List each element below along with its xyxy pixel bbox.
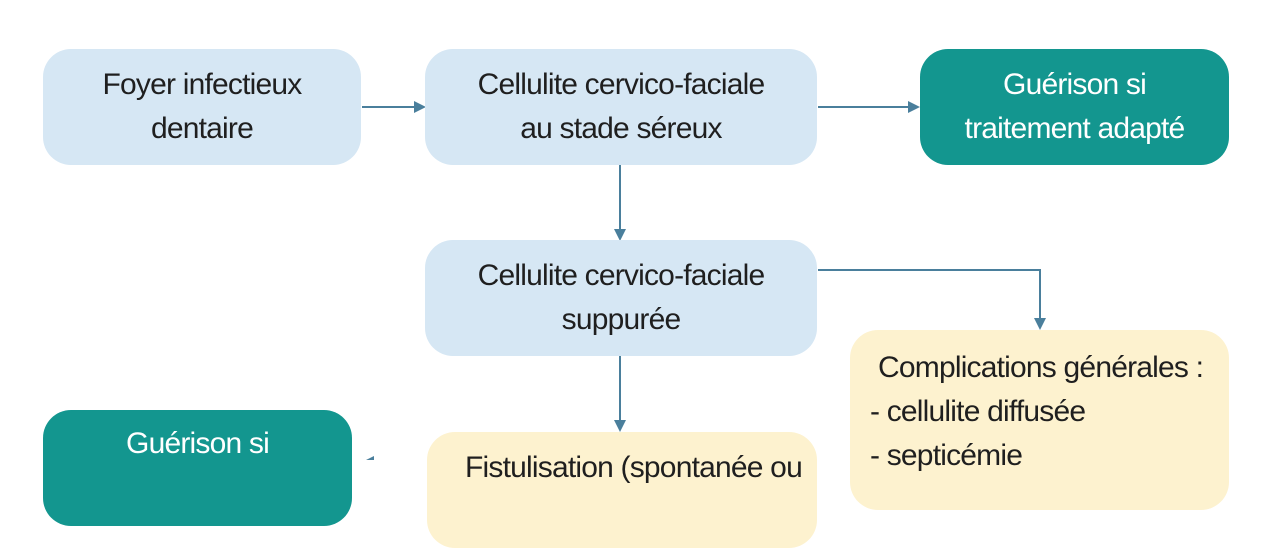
node-line: traitement adapté	[964, 112, 1186, 145]
node-line-title: Complications générales :	[878, 351, 1204, 384]
node-guerison-bottom: Guérison si	[43, 410, 352, 526]
node-fistulisation: Fistulisation (spontanée ou	[427, 432, 817, 548]
node-line: Guérison si	[1003, 68, 1147, 101]
node-line: Cellulite cervico-faciale	[477, 259, 766, 292]
node-line: au stade séreux	[520, 112, 722, 145]
node-line: - cellulite diffusée	[870, 395, 1086, 428]
node-foyer-infectieux: Foyer infectieux dentaire	[43, 49, 361, 165]
arrow-suppuree-to-complications	[818, 269, 1046, 330]
node-line: Guérison si	[126, 427, 270, 460]
node-line: suppurée	[561, 303, 682, 336]
node-line: Foyer infectieux	[102, 68, 303, 101]
node-guerison-top: Guérison si traitement adapté	[920, 49, 1229, 165]
node-line: Cellulite cervico-faciale	[477, 68, 766, 101]
arrows-layer	[362, 101, 1046, 460]
node-line: Fistulisation (spontanée ou	[465, 451, 803, 484]
node-line: - septicémie	[870, 439, 1023, 472]
node-cellulite-sereux: Cellulite cervico-faciale au stade séreu…	[425, 49, 817, 165]
node-cellulite-suppuree: Cellulite cervico-faciale suppurée	[425, 240, 817, 356]
node-line: dentaire	[150, 112, 254, 145]
node-complications-generales: Complications générales : - cellulite di…	[850, 330, 1229, 510]
